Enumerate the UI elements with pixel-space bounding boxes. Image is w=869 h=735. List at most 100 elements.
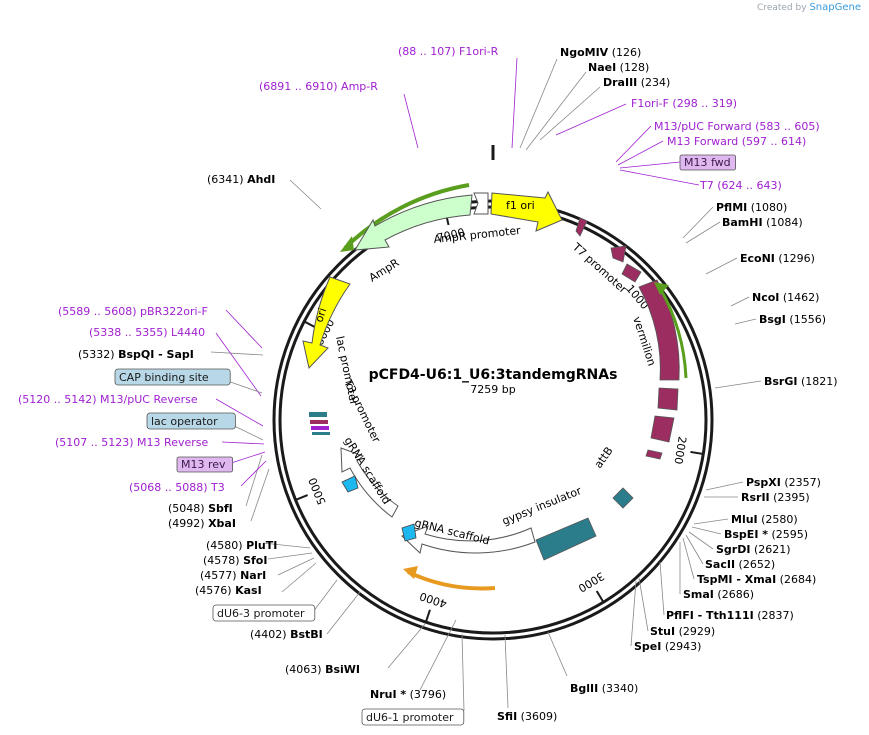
enzyme-pflmi: PflMI (1080) xyxy=(716,201,787,214)
enzyme-draiii: DraIII (234) xyxy=(603,76,670,89)
scale-tick-6000 xyxy=(303,320,317,329)
scale-tick-3000 xyxy=(595,590,605,603)
vermilion-exon-4 xyxy=(657,387,679,411)
lac-region-block-1 xyxy=(309,412,327,417)
dU6-highlight-arc xyxy=(407,570,496,591)
scale-tick-label-5000: 5000 xyxy=(306,476,329,507)
plasmid-name: pCFD4-U6:1_U6:3tandemgRNAs xyxy=(369,367,618,383)
enzyme-xbai: (4992) XbaI xyxy=(168,517,236,530)
credit-prefix: Created by xyxy=(757,3,807,13)
primer-label-m13-fwd: M13 fwd xyxy=(684,156,731,169)
t7-promoter-arrow xyxy=(575,217,588,237)
callout-box-du6-1-promoter xyxy=(361,708,465,726)
dU6-highlight-arrowhead xyxy=(403,566,418,579)
f1ori-label: f1 ori xyxy=(506,199,535,212)
grna-scaffold-2-arrow xyxy=(340,447,399,518)
enzyme-bsiwi: (4063) BsiWI xyxy=(285,663,360,676)
enzyme-bstbi: (4402) BstBI xyxy=(250,628,323,641)
enzyme-sbfi: (5048) SbfI xyxy=(168,502,233,515)
enzyme-bspqi-sapi: (5332) BspQI - SapI xyxy=(78,348,194,361)
primer-label-88-107-f1ori-r: (88 .. 107) F1ori-R xyxy=(398,45,499,58)
ori-label: ori xyxy=(312,306,329,324)
plasmid-size: 7259 bp xyxy=(470,383,515,396)
enzyme-pspxi: PspXI (2357) xyxy=(746,476,821,489)
callout-box-du6-3-promoter xyxy=(212,604,316,622)
callout-label-du6-1-promoter: dU6-1 promoter xyxy=(366,711,454,724)
callout-box-lac-operator xyxy=(146,412,236,430)
f1ori-arrow xyxy=(490,190,563,232)
enzyme-bsgi: BsgI (1556) xyxy=(759,313,826,326)
enzyme-ngomiv: NgoMIV (126) xyxy=(560,46,641,59)
vermilion-exon-6 xyxy=(645,449,663,460)
enzyme-sfii: SfiI (3609) xyxy=(497,710,557,723)
enzyme-bglii: BglII (3340) xyxy=(570,682,638,695)
primer-label-5338-5355-l4440: (5338 .. 5355) L4440 xyxy=(89,326,205,339)
callout-label-cap-binding-site: CAP binding site xyxy=(119,371,209,384)
callout-box-cap-binding-site xyxy=(114,368,231,386)
scale-tick-5000 xyxy=(295,494,308,501)
ampr-arrow xyxy=(354,194,473,251)
enzyme-sgrdi: SgrDI (2621) xyxy=(716,543,791,556)
primer-label-6891-6910-amp-r: (6891 .. 6910) Amp-R xyxy=(259,80,378,93)
grna-scaffold-2-label: gRNA scaffold xyxy=(341,435,393,507)
enzyme-spei: SpeI (2943) xyxy=(634,640,701,653)
t3-promoter-label: T3 promoter xyxy=(341,377,383,445)
vermilion-highlight-arrowhead xyxy=(654,282,669,295)
enzyme-sfoi: (4578) SfoI xyxy=(203,554,267,567)
lac-region-block-4 xyxy=(312,432,330,435)
lac-region-block-3 xyxy=(311,426,329,430)
primer-box-m13-fwd xyxy=(679,154,736,171)
scale-tick-label-3000: 3000 xyxy=(576,569,607,595)
scale-tick-4000 xyxy=(424,609,431,623)
ampr-promoter-arrow xyxy=(473,192,489,215)
callout-label-lac-operator: lac operator xyxy=(151,415,218,428)
primer-label-t7-624-643: T7 (624 .. 643) xyxy=(699,179,782,192)
enzyme-nrui: NruI * (3796) xyxy=(370,688,446,701)
feature-callout-boxes: CAP binding site lac operator dU6-3 promot… xyxy=(114,368,465,726)
enzyme-mlui: MluI (2580) xyxy=(731,513,798,526)
scale-tick-label-2000: 2000 xyxy=(671,435,688,465)
enzyme-bspei: BspEI * (2595) xyxy=(724,528,808,541)
attb-block xyxy=(612,487,634,509)
ori-arrow xyxy=(302,276,351,370)
primer-label-m13-rev: M13 rev xyxy=(181,458,226,471)
enzyme-rsrii: RsrII (2395) xyxy=(741,491,810,504)
primer-labels: (88 .. 107) F1ori-R(6891 .. 6910) Amp-RF… xyxy=(18,45,820,494)
callout-label-du6-3-promoter: dU6-3 promoter xyxy=(217,607,305,620)
vermilion-exon-5 xyxy=(650,415,675,443)
snapgene-logo-text: SnapGene xyxy=(809,2,861,13)
enzyme-naei: NaeI (128) xyxy=(588,61,649,74)
vermilion-highlight-arc xyxy=(658,287,688,379)
primer-label-5068-5088-t3: (5068 .. 5088) T3 xyxy=(129,481,225,494)
enzyme-bamhi: BamHI (1084) xyxy=(722,216,803,229)
enzyme-kasi: (4576) KasI xyxy=(195,584,262,597)
enzyme-pflfi-tth111i: PflFI - Tth111I (2837) xyxy=(666,609,794,622)
cyan-marker-1 xyxy=(341,475,359,493)
enzyme-ahdi: (6341) AhdI xyxy=(207,173,275,186)
enzyme-labels: NgoMIV (126) NaeI (128) DraIII (234) PflMI … xyxy=(78,46,838,723)
enzyme-sacii: SacII (2652) xyxy=(705,558,775,571)
enzyme-econi: EcoNI (1296) xyxy=(740,252,815,265)
ampr-label: AmpR xyxy=(367,256,402,285)
enzyme-pluti: (4580) PluTI xyxy=(206,539,277,552)
enzyme-stui: StuI (2929) xyxy=(650,625,715,638)
enzyme-tspmi-xmai: TspMI - XmaI (2684) xyxy=(697,573,816,586)
primer-label-m13-puc-forward-583-605: M13/pUC Forward (583 .. 605) xyxy=(654,120,820,133)
primer-box-m13-rev xyxy=(176,456,233,473)
enzyme-bsrgi: BsrGI (1821) xyxy=(764,375,838,388)
scale-tick-label-7000: 7000 xyxy=(436,226,466,245)
ampr-highlight-arc xyxy=(343,183,470,250)
primer-label-m13-forward-597-614: M13 Forward (597 .. 614) xyxy=(667,135,806,148)
gypsy-insulator-block xyxy=(535,517,597,561)
primer-label-5120-5142-m13-puc-reverse: (5120 .. 5142) M13/pUC Reverse xyxy=(18,393,198,406)
gypsy-insulator-label: gypsy insulator xyxy=(500,484,583,528)
backbone-inner-circle xyxy=(278,205,708,635)
ampr-promoter-label: AmpR promoter xyxy=(433,224,522,246)
enzyme-nari: (4577) NarI xyxy=(200,569,266,582)
lac-region-block-2 xyxy=(310,420,328,424)
primer-label-5107-5123-m13-reverse: (5107 .. 5123) M13 Reverse xyxy=(55,436,208,449)
enzyme-ncoi: NcoI (1462) xyxy=(752,291,819,304)
attb-label: attB xyxy=(592,444,616,470)
